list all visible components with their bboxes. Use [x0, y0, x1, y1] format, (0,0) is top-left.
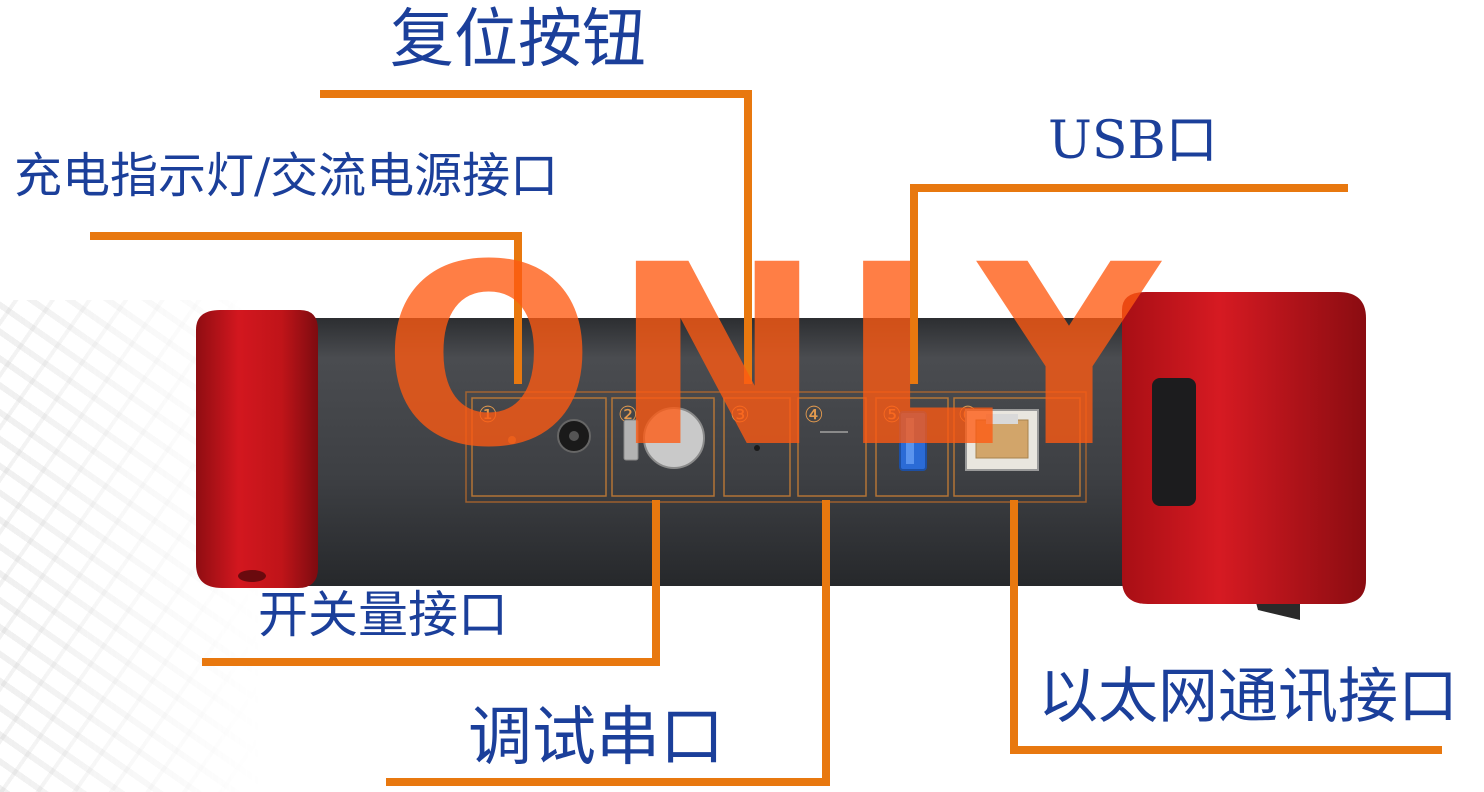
- side-button: [1152, 378, 1196, 506]
- label-switch-interface: 开关量接口: [258, 586, 508, 644]
- charging-led: [508, 436, 516, 444]
- port-number-5: ⑤: [882, 403, 902, 428]
- label-charge-power: 充电指示灯/交流电源接口: [14, 148, 559, 204]
- port-cell-5: [875, 397, 949, 497]
- label-ethernet-interface: 以太网通讯接口: [1038, 662, 1458, 732]
- label-debug-serial: 调试串口: [468, 701, 724, 775]
- leader-line-reset: [320, 90, 752, 384]
- port-cell-3: [723, 397, 791, 497]
- port-cells: [471, 397, 1081, 497]
- port-cell-4: [797, 397, 867, 497]
- switch-terminal-clip: [623, 419, 639, 461]
- port-number-1: ①: [478, 403, 498, 428]
- label-usb-port: USB口: [1048, 111, 1218, 171]
- port-cell-1: [471, 397, 607, 497]
- label-reset-button: 复位按钮: [390, 3, 646, 77]
- port-number-4: ④: [804, 403, 824, 428]
- port-number-3: ③: [730, 403, 750, 428]
- leader-line-usb: [910, 184, 1348, 384]
- left-bumper-foot: [238, 570, 266, 582]
- port-cell-6: [953, 397, 1081, 497]
- leader-line-ethernet: [1010, 500, 1442, 754]
- right-bumper: [1122, 292, 1366, 604]
- switch-terminal: [643, 407, 705, 469]
- leader-line-charge: [90, 232, 522, 384]
- port-panel: [465, 391, 1087, 503]
- device-body: [240, 318, 1260, 586]
- port-cell-2: [611, 397, 715, 497]
- leader-line-switch: [202, 500, 660, 666]
- leader-line-debug: [386, 500, 830, 786]
- reset-hole: [754, 445, 760, 451]
- left-bumper: [196, 310, 318, 588]
